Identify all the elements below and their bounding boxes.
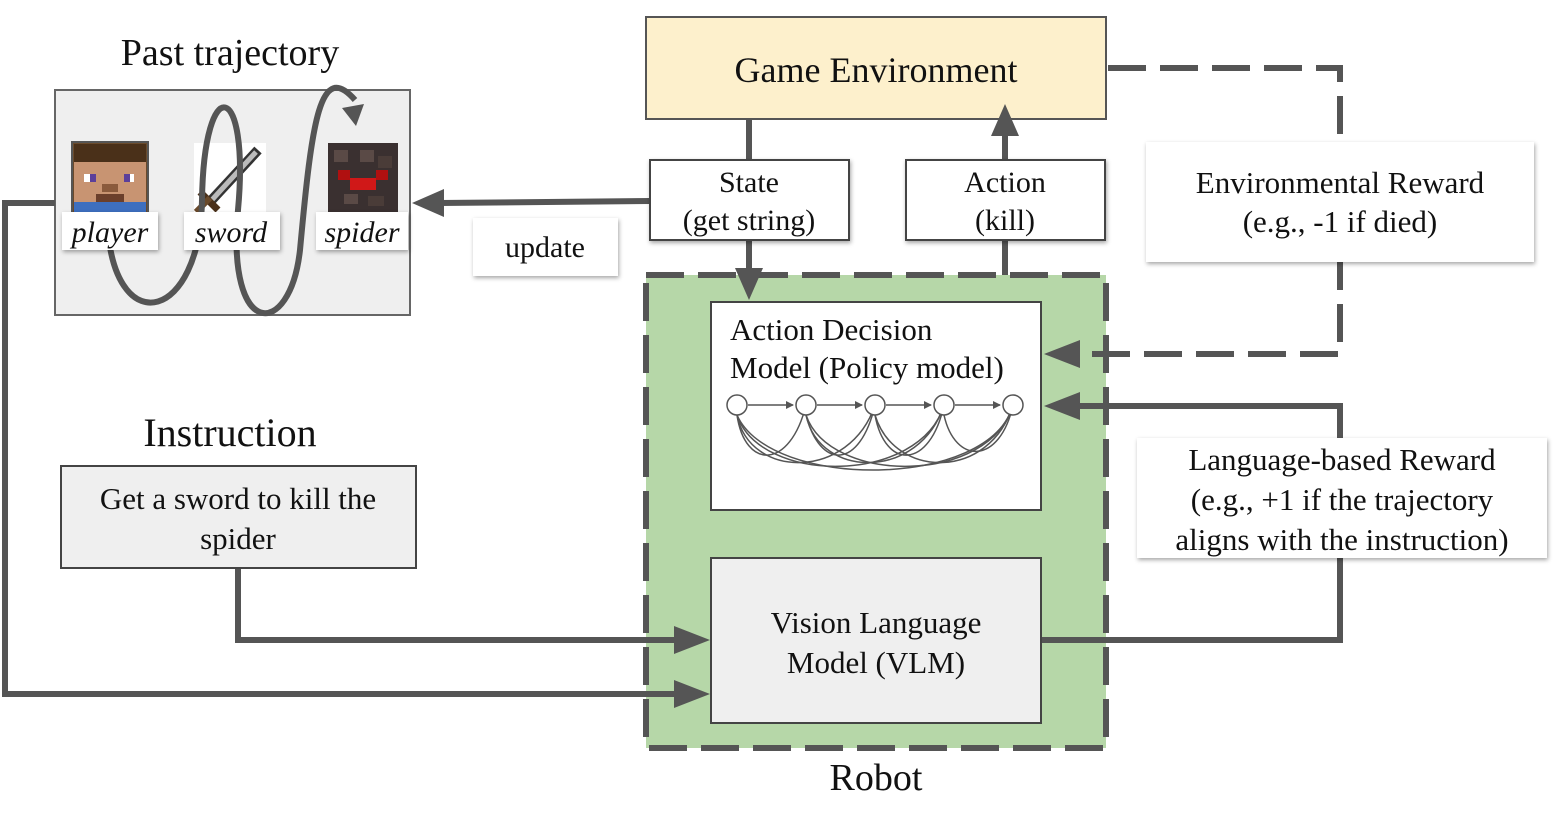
svg-text:(get string): (get string) xyxy=(683,204,815,237)
svg-text:Model (VLM): Model (VLM) xyxy=(787,645,965,680)
spider-icon xyxy=(328,143,398,215)
action-box: Action (kill) xyxy=(905,159,1106,241)
svg-text:Environmental Reward: Environmental Reward xyxy=(1196,165,1485,200)
instruction-to-vlm-connector xyxy=(235,568,676,643)
robot-label: Robot xyxy=(830,757,923,799)
svg-text:sword: sword xyxy=(195,216,268,249)
trajectory-arrowhead xyxy=(674,680,710,708)
svg-text:spider: spider xyxy=(325,216,400,249)
svg-text:Model (Policy model): Model (Policy model) xyxy=(730,350,1004,385)
svg-text:Action Decision: Action Decision xyxy=(730,312,933,347)
instruction-box: Get a sword to kill the spider xyxy=(60,465,417,569)
svg-text:spider: spider xyxy=(200,521,276,556)
game-environment-label: Game Environment xyxy=(735,50,1018,90)
instruction-arrowhead xyxy=(674,626,710,654)
vlm-box: Vision Language Model (VLM) xyxy=(710,557,1042,724)
environmental-reward-box: Environmental Reward (e.g., -1 if died) xyxy=(1146,142,1534,262)
trajectory-label-player: player xyxy=(62,212,158,250)
state-arrowhead xyxy=(735,268,763,300)
svg-text:Vision Language: Vision Language xyxy=(771,605,982,640)
update-label-box: update xyxy=(473,218,618,276)
past-trajectory-title: Past trajectory xyxy=(121,32,339,74)
update-arrowhead xyxy=(412,189,444,217)
instruction-title: Instruction xyxy=(143,410,316,455)
svg-text:aligns with the instruction): aligns with the instruction) xyxy=(1175,522,1508,557)
trajectory-arrowhead xyxy=(342,104,364,126)
trajectory-to-vlm-connector xyxy=(2,200,676,697)
trajectory-curve xyxy=(105,84,358,317)
player-face-icon xyxy=(71,141,149,217)
policy-network-icon xyxy=(726,394,1024,471)
svg-text:Action: Action xyxy=(964,166,1046,199)
language-reward-arrowhead xyxy=(1044,392,1080,420)
svg-text:(kill): (kill) xyxy=(975,204,1035,237)
game-environment-box xyxy=(645,16,1107,120)
update-connector xyxy=(439,198,651,206)
action-arrowhead xyxy=(991,104,1019,136)
svg-text:Language-based Reward: Language-based Reward xyxy=(1188,442,1496,477)
svg-text:(e.g., +1 if the trajectory: (e.g., +1 if the trajectory xyxy=(1191,482,1494,517)
language-reward-box: Language-based Reward (e.g., +1 if the t… xyxy=(1137,438,1547,558)
svg-text:Get a sword to kill the: Get a sword to kill the xyxy=(100,481,376,516)
trajectory-label-sword: sword xyxy=(184,212,280,250)
svg-text:(e.g., -1 if died): (e.g., -1 if died) xyxy=(1243,204,1438,239)
state-box: State (get string) xyxy=(649,159,850,241)
svg-text:player: player xyxy=(70,216,149,249)
sword-icon xyxy=(193,143,266,215)
environmental-reward-arrowhead xyxy=(1044,340,1080,368)
svg-text:update: update xyxy=(505,231,585,264)
trajectory-label-spider: spider xyxy=(316,212,408,250)
svg-text:State: State xyxy=(719,166,779,199)
